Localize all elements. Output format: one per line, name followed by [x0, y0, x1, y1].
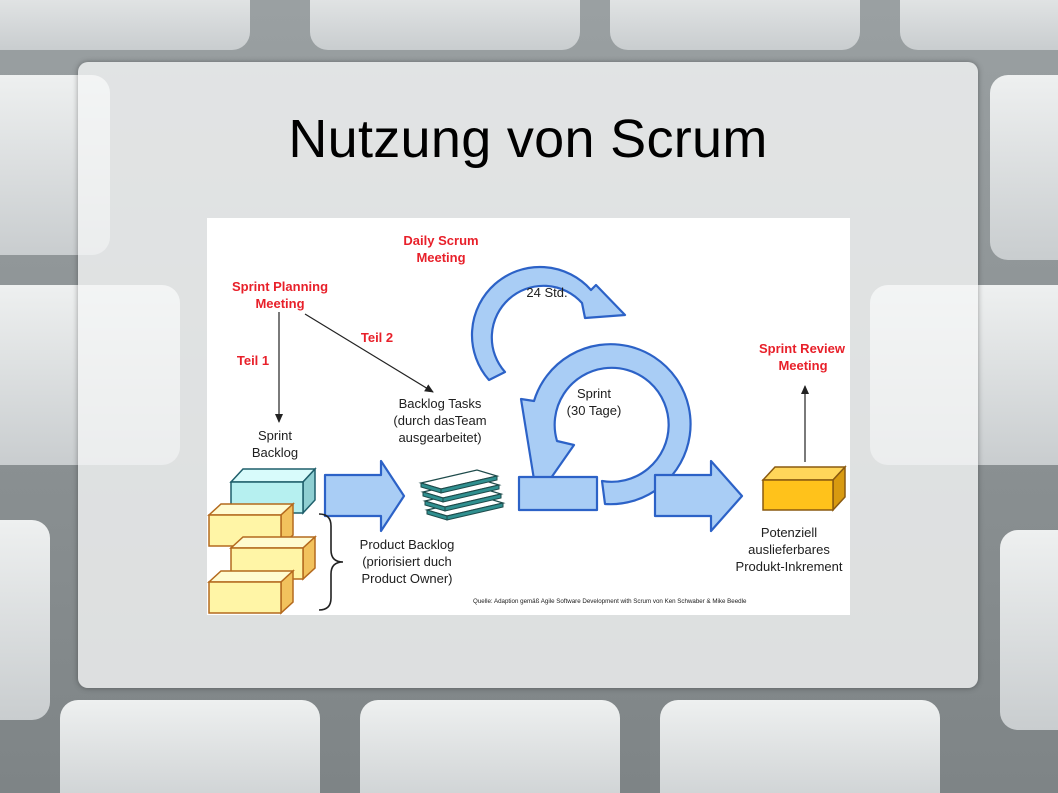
backlog-tasks-stack	[418, 469, 506, 521]
backlog-tasks-label-line1: Backlog Tasks	[399, 396, 482, 411]
product-to-tasks-block-arrow	[323, 459, 406, 533]
increment-box	[761, 465, 847, 512]
sprint-planning-label-line1: Sprint Planning	[232, 279, 328, 294]
sprint-backlog-label-line1: Sprint	[258, 428, 292, 443]
product-backlog-brace	[318, 513, 344, 611]
backlog-tasks-label-line3: ausgearbeitet)	[398, 430, 481, 445]
product-backlog-label-line3: Product Owner)	[361, 571, 452, 586]
daily-cycle-arrow	[470, 265, 627, 382]
sprint-review-label-line1: Sprint Review	[759, 341, 846, 356]
sprint-backlog-label-line2: Backlog	[252, 445, 298, 460]
product-backlog-stack	[207, 502, 317, 615]
teil1-label: Teil 1	[237, 353, 269, 368]
increment-label-line3: Produkt-Inkrement	[736, 559, 843, 574]
product-backlog-label-line1: Product Backlog	[360, 537, 455, 552]
teil2-label: Teil 2	[361, 330, 393, 345]
tasks-to-sprint-block-arrow	[517, 475, 599, 512]
increment-label-line1: Potenziell	[761, 525, 817, 540]
sprint-review-label-line2: Meeting	[778, 358, 827, 373]
sprint-label-line1: Sprint	[577, 386, 611, 401]
backlog-tasks-label-line2: (durch dasTeam	[393, 413, 486, 428]
sprint-label-line2: (30 Tage)	[567, 403, 622, 418]
sprint-cycle-arrow	[519, 343, 692, 506]
scrum-diagram: Daily Scrum Meeting Sprint Planning Meet…	[207, 218, 850, 615]
scrum-diagram-canvas: Daily Scrum Meeting Sprint Planning Meet…	[207, 233, 847, 615]
increment-label-line2: auslieferbares	[748, 542, 830, 557]
source-caption: Quelle: Adaption gemäß Agile Software De…	[473, 598, 747, 605]
daily-scrum-label-line2: Meeting	[416, 250, 465, 265]
sprint-to-increment-block-arrow	[653, 459, 744, 533]
planning-to-backlog-tasks-arrow	[304, 313, 434, 393]
sprint-planning-label-line2: Meeting	[255, 296, 304, 311]
slide-title: Nutzung von Scrum	[288, 109, 768, 169]
daily-scrum-label-line1: Daily Scrum	[403, 233, 478, 248]
product-backlog-label-line2: (priorisiert duch	[362, 554, 452, 569]
cycle-24-label: 24 Std.	[526, 285, 567, 300]
